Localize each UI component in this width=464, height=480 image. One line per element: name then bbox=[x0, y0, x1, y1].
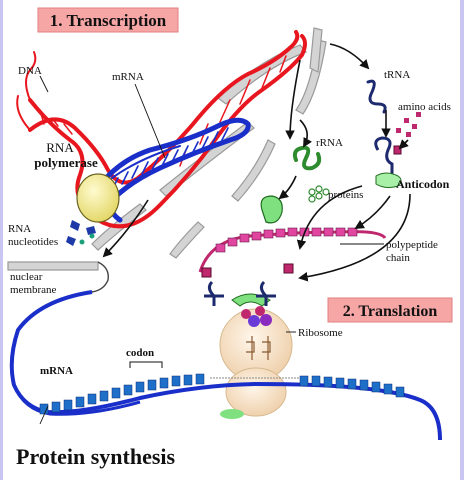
svg-text:2. Translation: 2. Translation bbox=[343, 303, 438, 320]
label-anticodon: Anticodon bbox=[396, 177, 450, 191]
label-mrna-top: mRNA bbox=[112, 71, 144, 83]
proteins-cluster bbox=[308, 185, 330, 203]
trna-at-ribosome bbox=[201, 263, 294, 360]
label-codon: codon bbox=[126, 347, 154, 359]
label-trna: tRNA bbox=[384, 69, 410, 81]
mrna-transcript bbox=[97, 117, 251, 223]
flow-arrows bbox=[102, 43, 411, 282]
label-nuclear: nuclear bbox=[10, 271, 43, 283]
dna-helix bbox=[16, 30, 307, 229]
label-dna: DNA bbox=[18, 65, 42, 77]
label-rrna: rRNA bbox=[316, 137, 343, 149]
ribosome-subunit bbox=[260, 195, 283, 224]
label-polymerase: polymerase bbox=[34, 155, 98, 170]
trna-molecule bbox=[366, 79, 387, 114]
ribosome bbox=[219, 293, 293, 417]
label-mrna-bottom: mRNA bbox=[40, 365, 73, 377]
diagram-title: Protein synthesis bbox=[16, 444, 176, 469]
label-amino-acids: amino acids bbox=[398, 101, 451, 113]
right-frame-border bbox=[460, 0, 464, 480]
label-ribosome: Ribosome bbox=[298, 327, 343, 339]
label-membrane: membrane bbox=[10, 284, 57, 296]
rrna-strand bbox=[292, 145, 322, 171]
charged-trna bbox=[374, 136, 402, 189]
left-frame-border bbox=[0, 0, 3, 480]
amino-acids bbox=[396, 112, 421, 137]
label-proteins: proteins bbox=[328, 189, 363, 201]
label-chain: chain bbox=[386, 252, 410, 264]
label-rna-nucleotides-2: nucleotides bbox=[8, 236, 58, 248]
rna-nucleotides bbox=[66, 220, 96, 246]
label-leader-lines bbox=[39, 75, 384, 425]
mrna-bottom-strand bbox=[9, 290, 442, 441]
rna-polymerase bbox=[76, 173, 120, 223]
svg-text:1. Transcription: 1. Transcription bbox=[50, 11, 167, 30]
label-polypeptide: polypeptide bbox=[386, 239, 438, 251]
label-rna-nucleotides-1: RNA bbox=[8, 223, 31, 235]
transcription-stage-label: 1. Transcription bbox=[37, 7, 179, 33]
translation-stage-label: 2. Translation bbox=[327, 297, 453, 323]
label-rna: RNA bbox=[46, 140, 74, 155]
